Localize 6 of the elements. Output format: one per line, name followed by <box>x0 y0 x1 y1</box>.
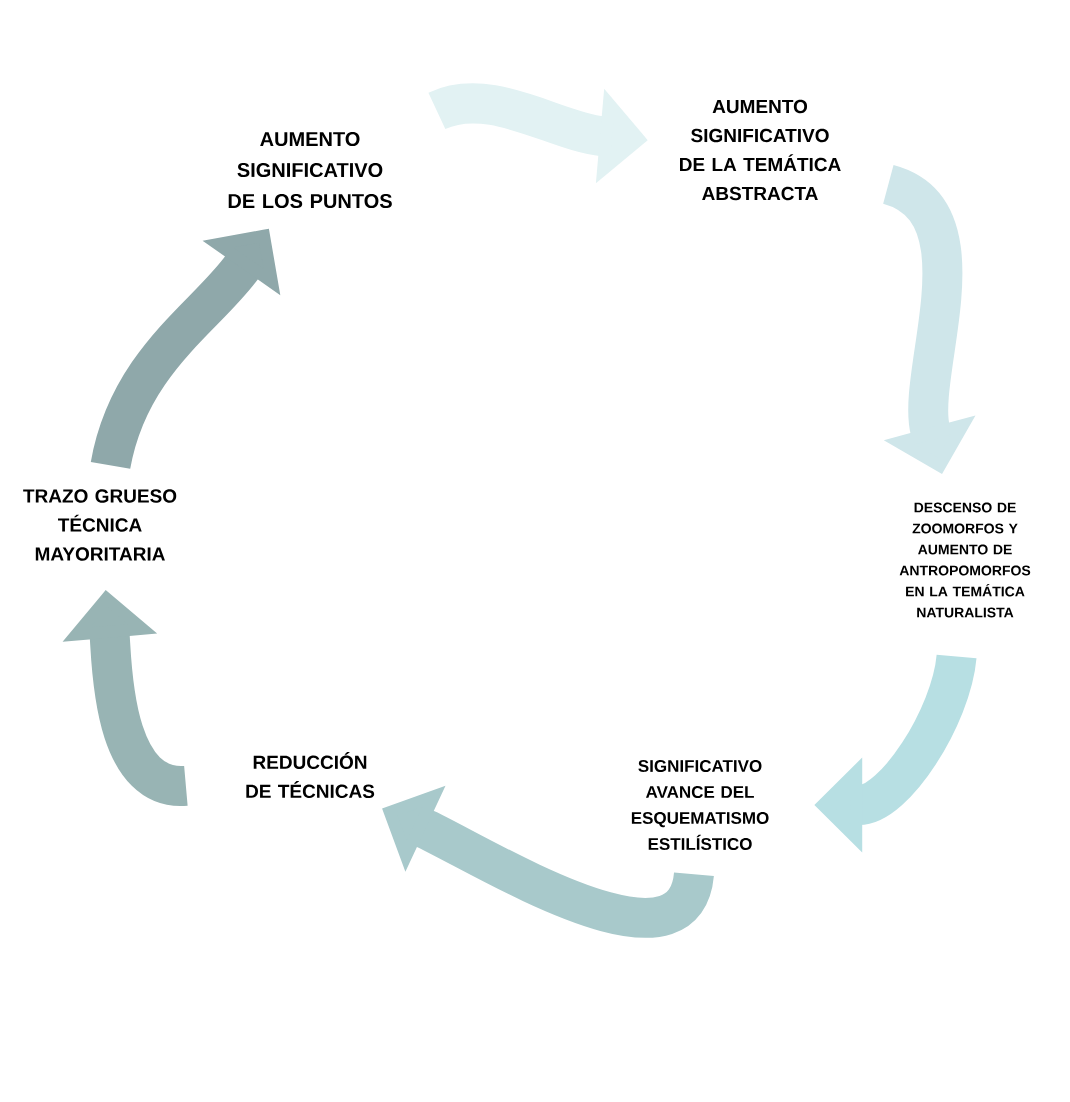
step-text: DESCENSO DE ZOOMORFOS Y AUMENTO DE ANTROPOMORFOS EN LA TEMÁTICA NATURALISTA <box>899 502 1031 618</box>
step-text: REDUCCIÓN DE TÉCNICAS <box>246 752 375 798</box>
step-text: TRAZO GRUESO TÉCNICA MAYORITARIA <box>23 489 177 561</box>
step-text: AUMENTO SIGNIFICATIVO DE LA TEMÁTICA ABSTRACTA <box>680 99 841 201</box>
step-text: AUMENTO SIGNIFICATIVO DE LOS PUNTOS <box>228 131 392 209</box>
step-text: SIGNIFICATIVO AVANCE DEL ESQUEMATISMO ESTILÍSTICO <box>631 760 769 851</box>
